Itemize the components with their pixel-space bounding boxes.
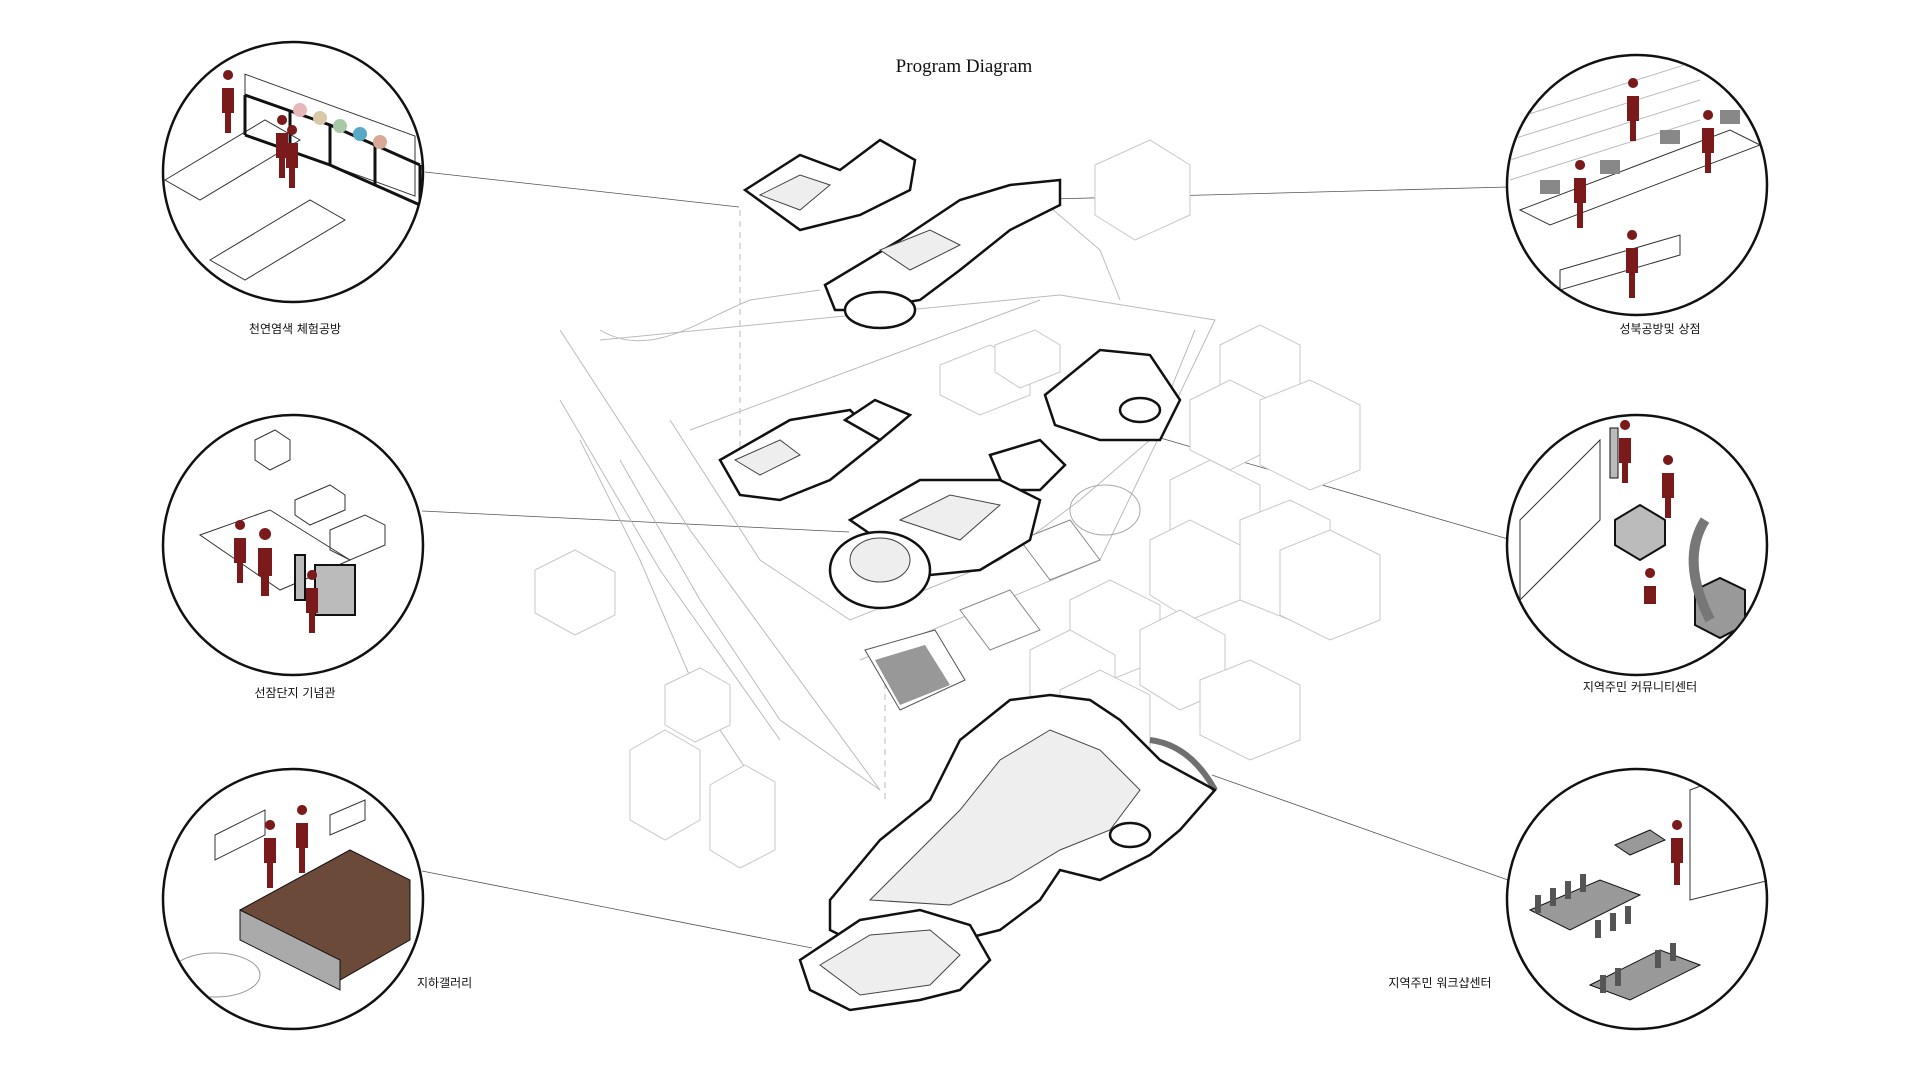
vignette-craft-shop: 성북공방및 상점 bbox=[1505, 53, 1769, 336]
vignette-workshop-center: 지역주민 워크샵센터 bbox=[1388, 767, 1769, 1031]
program-buildings bbox=[718, 138, 1218, 1012]
vignette-underground-gallery: 지하갤러리 bbox=[161, 767, 472, 1031]
vignette-community-center: 지역주민 커뮤니티센터 bbox=[1505, 413, 1769, 694]
label-underground-gallery: 지하갤러리 bbox=[417, 976, 472, 990]
label-workshop-center: 지역주민 워크샵센터 bbox=[1388, 976, 1491, 990]
site-plan bbox=[534, 139, 1381, 869]
diagram-title: Program Diagram bbox=[896, 56, 1033, 77]
label-craft-shop: 성북공방및 상점 bbox=[1619, 322, 1700, 336]
vignette-dyeing-workshop: 천연염색 체험공방 bbox=[161, 40, 425, 336]
label-memorial-hall: 선잠단지 기념관 bbox=[254, 686, 335, 700]
label-dyeing-workshop: 천연염색 체험공방 bbox=[249, 321, 341, 336]
vignette-memorial-hall: 선잠단지 기념관 bbox=[161, 413, 425, 700]
label-community-center: 지역주민 커뮤니티센터 bbox=[1583, 680, 1697, 694]
